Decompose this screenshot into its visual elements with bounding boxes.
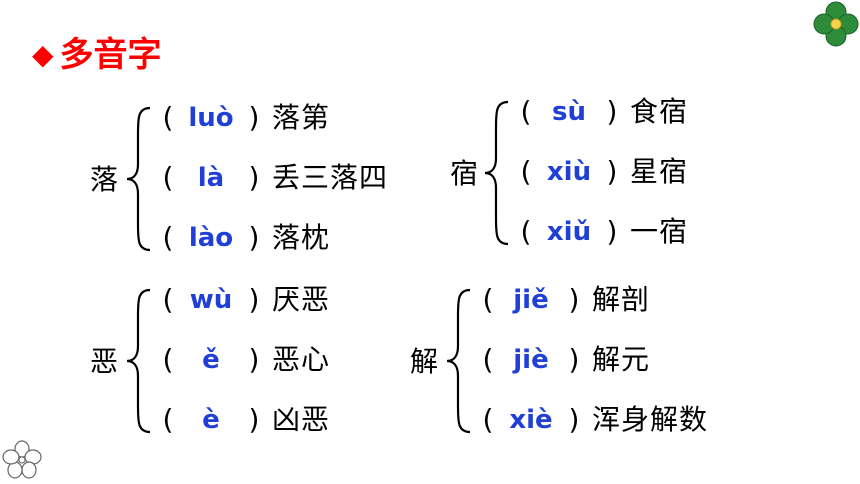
brace-icon xyxy=(484,100,509,246)
close-paren: ) xyxy=(606,215,618,248)
word: 食宿 xyxy=(630,95,689,128)
open-paren: ( xyxy=(482,283,494,316)
close-paren: ) xyxy=(248,343,260,376)
close-paren: ) xyxy=(248,221,260,254)
list-item: ( è) 凶恶 xyxy=(158,406,330,434)
word: 解剖 xyxy=(592,283,651,316)
list-item: ( xiù) 星宿 xyxy=(516,158,688,186)
open-paren: ( xyxy=(162,403,174,436)
pinyin: xiù xyxy=(546,157,592,187)
close-paren: ) xyxy=(248,283,260,316)
close-paren: ) xyxy=(568,283,580,316)
open-paren: ( xyxy=(162,161,174,194)
word: 浑身解数 xyxy=(592,403,709,436)
word: 凶恶 xyxy=(272,403,331,436)
diamond-bullet-icon: ◆ xyxy=(32,38,54,71)
word: 恶心 xyxy=(272,343,331,376)
close-paren: ) xyxy=(248,101,260,134)
close-paren: ) xyxy=(606,155,618,188)
list-item: ( wù) 厌恶 xyxy=(158,286,330,314)
close-paren: ) xyxy=(568,403,580,436)
pinyin: wù xyxy=(189,285,233,315)
open-paren: ( xyxy=(520,215,532,248)
pinyin: jiè xyxy=(513,345,549,375)
open-paren: ( xyxy=(162,221,174,254)
list-item: ( lào) 落枕 xyxy=(158,224,330,252)
close-paren: ) xyxy=(248,161,260,194)
group-char: 宿 xyxy=(450,157,479,190)
open-paren: ( xyxy=(482,343,494,376)
brace-icon xyxy=(126,106,151,252)
pinyin: xiè xyxy=(509,405,553,435)
list-item: ( là) 丢三落四 xyxy=(158,164,388,192)
clover-icon xyxy=(813,1,859,47)
word: 一宿 xyxy=(630,215,689,248)
open-paren: ( xyxy=(162,283,174,316)
brace-icon xyxy=(126,288,151,434)
group-char: 解 xyxy=(410,345,439,378)
close-paren: ) xyxy=(568,343,580,376)
open-paren: ( xyxy=(162,343,174,376)
pinyin: sù xyxy=(552,97,586,127)
open-paren: ( xyxy=(520,155,532,188)
pinyin: ě xyxy=(202,345,220,375)
pinyin: jiě xyxy=(513,285,549,315)
open-paren: ( xyxy=(162,101,174,134)
pinyin: è xyxy=(202,405,220,435)
word: 解元 xyxy=(592,343,651,376)
list-item: ( jiě) 解剖 xyxy=(478,286,650,314)
list-item: ( luò) 落第 xyxy=(158,104,330,132)
group-char: 落 xyxy=(90,163,119,196)
flower-outline-icon xyxy=(2,440,42,479)
open-paren: ( xyxy=(520,95,532,128)
pinyin: là xyxy=(197,163,225,193)
pinyin: lào xyxy=(188,223,234,253)
group-char: 恶 xyxy=(90,345,119,378)
word: 丢三落四 xyxy=(272,161,389,194)
list-item: ( ě) 恶心 xyxy=(158,346,330,374)
page-title: ◆ 多音字 xyxy=(32,38,162,72)
title-text: 多音字 xyxy=(59,35,162,75)
list-item: ( xiǔ) 一宿 xyxy=(516,218,688,246)
word: 星宿 xyxy=(630,155,689,188)
pinyin: xiǔ xyxy=(546,217,592,247)
open-paren: ( xyxy=(482,403,494,436)
word: 厌恶 xyxy=(272,283,331,316)
list-item: ( jiè) 解元 xyxy=(478,346,650,374)
word: 落第 xyxy=(272,101,331,134)
word: 落枕 xyxy=(272,221,331,254)
brace-icon xyxy=(446,288,471,434)
close-paren: ) xyxy=(606,95,618,128)
list-item: ( xiè) 浑身解数 xyxy=(478,406,708,434)
list-item: ( sù) 食宿 xyxy=(516,98,688,126)
close-paren: ) xyxy=(248,403,260,436)
pinyin: luò xyxy=(188,103,234,133)
